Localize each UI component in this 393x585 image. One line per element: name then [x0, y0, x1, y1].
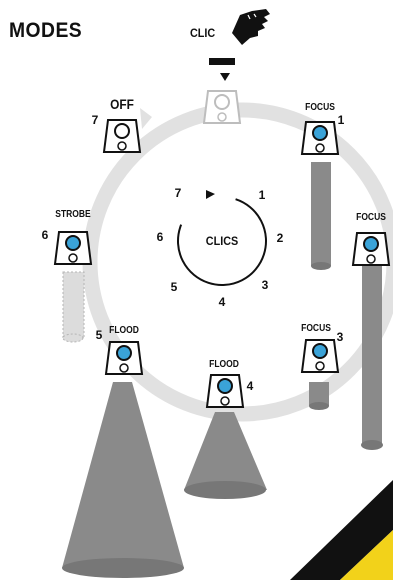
dial-number-1: 1 [258, 188, 266, 202]
mode-3-name: FOCUS [301, 323, 331, 334]
clics-dial [177, 190, 267, 286]
beam-focus-1 [311, 162, 331, 270]
mode-7-number: 7 [91, 113, 99, 127]
dial-number-5: 5 [170, 280, 178, 294]
led-indicator-icon [116, 345, 132, 361]
headlamp-ghost-icon [202, 90, 242, 124]
beam-focus-3 [309, 382, 329, 410]
corner-stripe [290, 480, 393, 580]
headlamp-icon-mode-7 [102, 119, 142, 153]
dial-number-4: 4 [218, 295, 226, 309]
clic-label: CLIC [190, 26, 216, 40]
mode-6-name: STROBE [55, 209, 91, 220]
beam-focus-2 [361, 265, 383, 450]
beam-strobe-6 [62, 271, 85, 343]
led-indicator-icon [217, 378, 233, 394]
led-indicator-icon [363, 236, 379, 252]
mode-4-name: FLOOD [209, 359, 239, 370]
mode-7-name: OFF [110, 96, 134, 112]
headlamp-icon-mode-6 [53, 231, 93, 265]
headlamp-icon-mode-3 [300, 339, 340, 373]
page-title: MODES [9, 19, 83, 42]
mode-2-name: FOCUS [356, 212, 386, 223]
mode-3-number: 3 [336, 330, 344, 344]
led-indicator-icon [312, 125, 328, 141]
headlamp-icon-mode-4 [205, 374, 245, 408]
mode-5-number: 5 [95, 328, 103, 342]
mode-4-number: 4 [246, 379, 254, 393]
press-arrow-icon [220, 73, 230, 81]
headlamp-icon-mode-5 [104, 341, 144, 375]
headlamp-icon-mode-2 [351, 232, 391, 266]
pointing-hand-icon [232, 9, 270, 45]
mode-1-name: FOCUS [305, 102, 335, 113]
mode-5-name: FLOOD [109, 325, 139, 336]
beam-flood-5 [62, 382, 184, 578]
led-indicator-icon [114, 123, 130, 139]
ring-arrow-icon [140, 108, 152, 129]
dial-number-2: 2 [276, 231, 284, 245]
dial-number-6: 6 [156, 230, 164, 244]
led-indicator-icon [312, 343, 328, 359]
dial-arrow-icon [206, 190, 215, 199]
beam-flood-4 [184, 412, 267, 499]
dial-number-7: 7 [174, 186, 182, 200]
dial-center-label: CLICS [205, 234, 239, 248]
headlamp-icon-mode-1 [300, 121, 340, 155]
lamp-layer [53, 119, 391, 408]
press-bar-icon [209, 58, 235, 65]
mode-6-number: 6 [41, 228, 49, 242]
dial-number-3: 3 [261, 278, 269, 292]
led-indicator-icon [65, 235, 81, 251]
mode-1-number: 1 [337, 113, 345, 127]
